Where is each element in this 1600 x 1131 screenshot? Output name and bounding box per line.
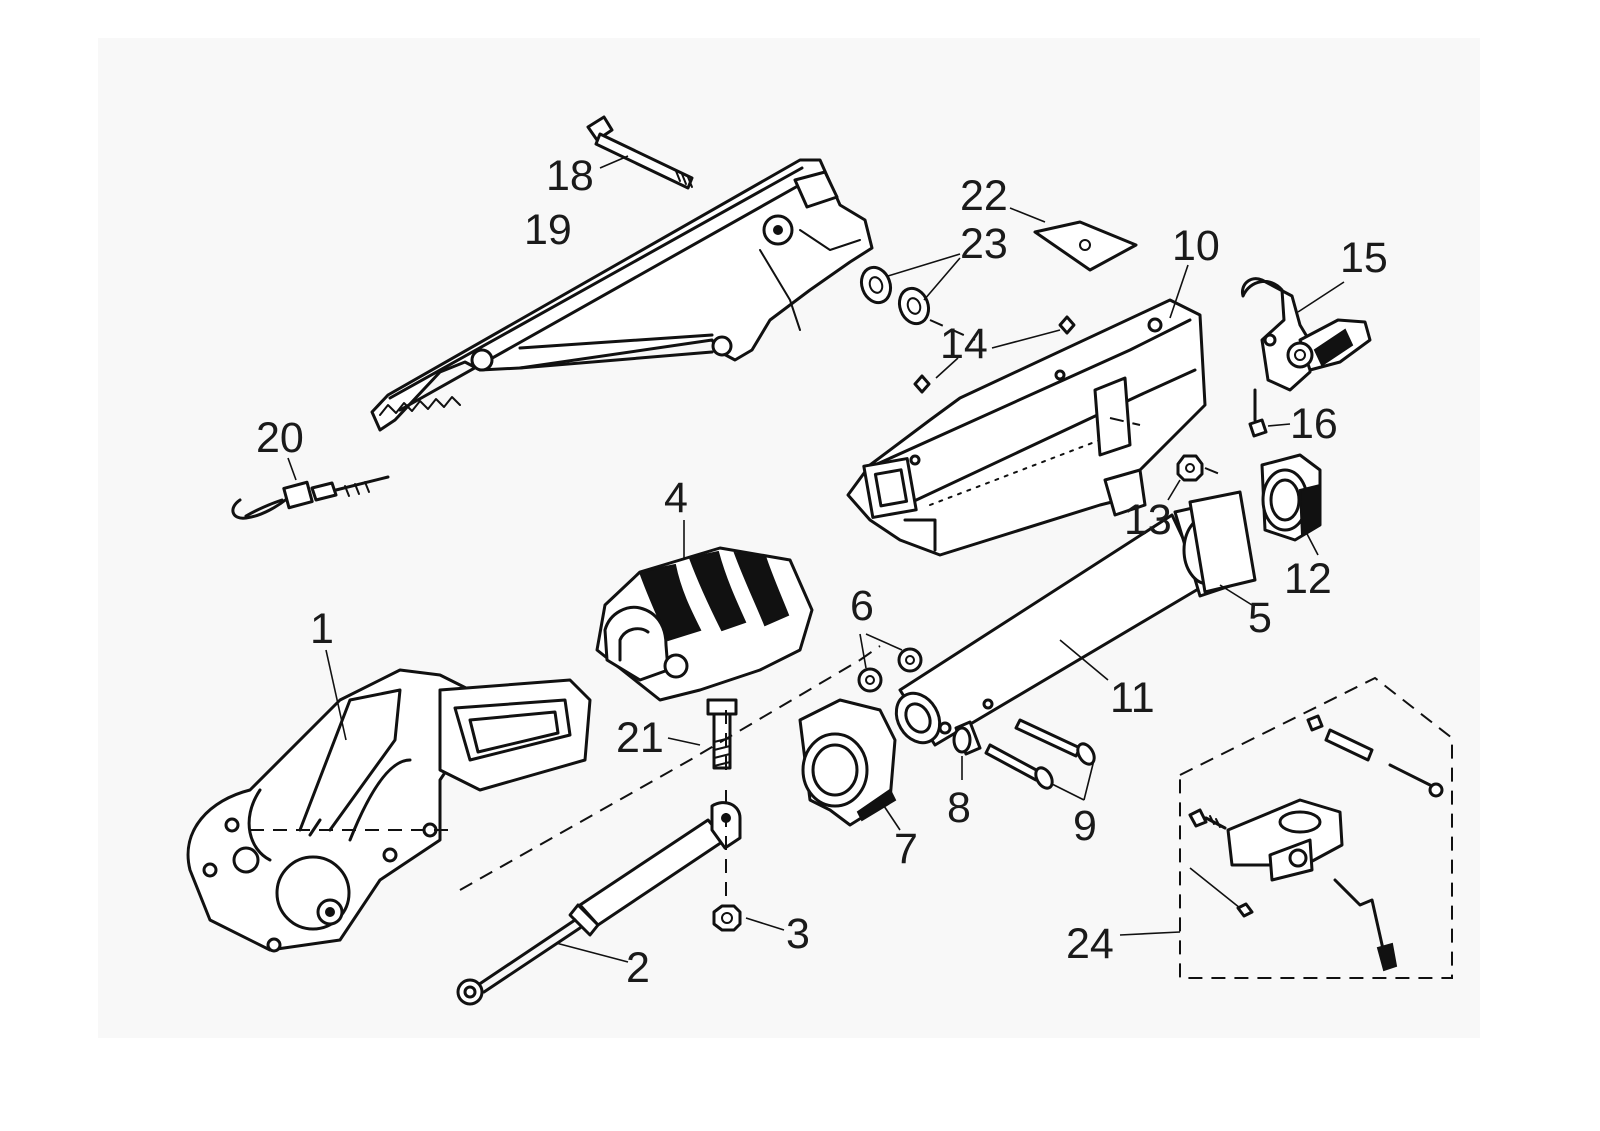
callout-labels: 1 2 3 4 5 6 7 8 9 10 11 12 13 14 15 16 1… xyxy=(256,152,1388,992)
callout-12: 12 xyxy=(1284,555,1332,603)
callout-20: 20 xyxy=(256,414,304,462)
part-3-nut xyxy=(712,904,785,932)
callout-9: 9 xyxy=(1073,802,1097,850)
callout-7: 7 xyxy=(894,825,918,873)
callout-5: 5 xyxy=(1248,594,1272,642)
part-15-catch-lever xyxy=(1240,277,1372,392)
part-14-grease-nipples xyxy=(913,315,1076,394)
assembly-guide-lines xyxy=(250,319,1223,900)
part-10-drawbar-housing xyxy=(846,264,1207,557)
callout-13: 13 xyxy=(1124,496,1172,544)
part-23-washers xyxy=(859,253,961,326)
part-7-bush xyxy=(798,698,901,831)
part-19-handbrake-lever xyxy=(370,158,874,432)
callout-11: 11 xyxy=(1110,674,1155,722)
callout-14: 14 xyxy=(940,320,988,368)
callout-10: 10 xyxy=(1172,222,1220,270)
part-12-bush xyxy=(1260,453,1322,556)
callout-4: 4 xyxy=(664,474,688,522)
callout-3: 3 xyxy=(786,910,810,958)
callout-16: 16 xyxy=(1290,400,1338,448)
part-24-clamp-assembly xyxy=(1119,676,1453,979)
part-4-bellows-boot xyxy=(595,520,814,702)
callout-6: 6 xyxy=(850,582,874,630)
callout-8: 8 xyxy=(947,784,971,832)
part-18-bolt xyxy=(586,115,694,190)
part-6-nuts xyxy=(857,633,923,693)
callout-18: 18 xyxy=(546,152,594,200)
callout-1: 1 xyxy=(310,605,334,653)
callout-23: 23 xyxy=(960,220,1008,268)
part-5-flange-plate xyxy=(1188,490,1257,606)
part-22-plate xyxy=(1009,207,1138,272)
callout-19: 19 xyxy=(524,206,572,254)
callout-22: 22 xyxy=(960,172,1008,220)
part-20-safety-cable xyxy=(231,457,390,520)
part-1-coupling-head xyxy=(186,649,592,953)
callout-24: 24 xyxy=(1066,920,1114,968)
part-16-pin xyxy=(1248,388,1291,438)
callout-15: 15 xyxy=(1340,234,1388,282)
part-8-small-bush xyxy=(938,720,982,780)
part-9-bolts xyxy=(982,698,1096,801)
callout-21: 21 xyxy=(616,714,664,762)
part-13-nut xyxy=(1167,454,1204,501)
callout-2: 2 xyxy=(626,944,650,992)
